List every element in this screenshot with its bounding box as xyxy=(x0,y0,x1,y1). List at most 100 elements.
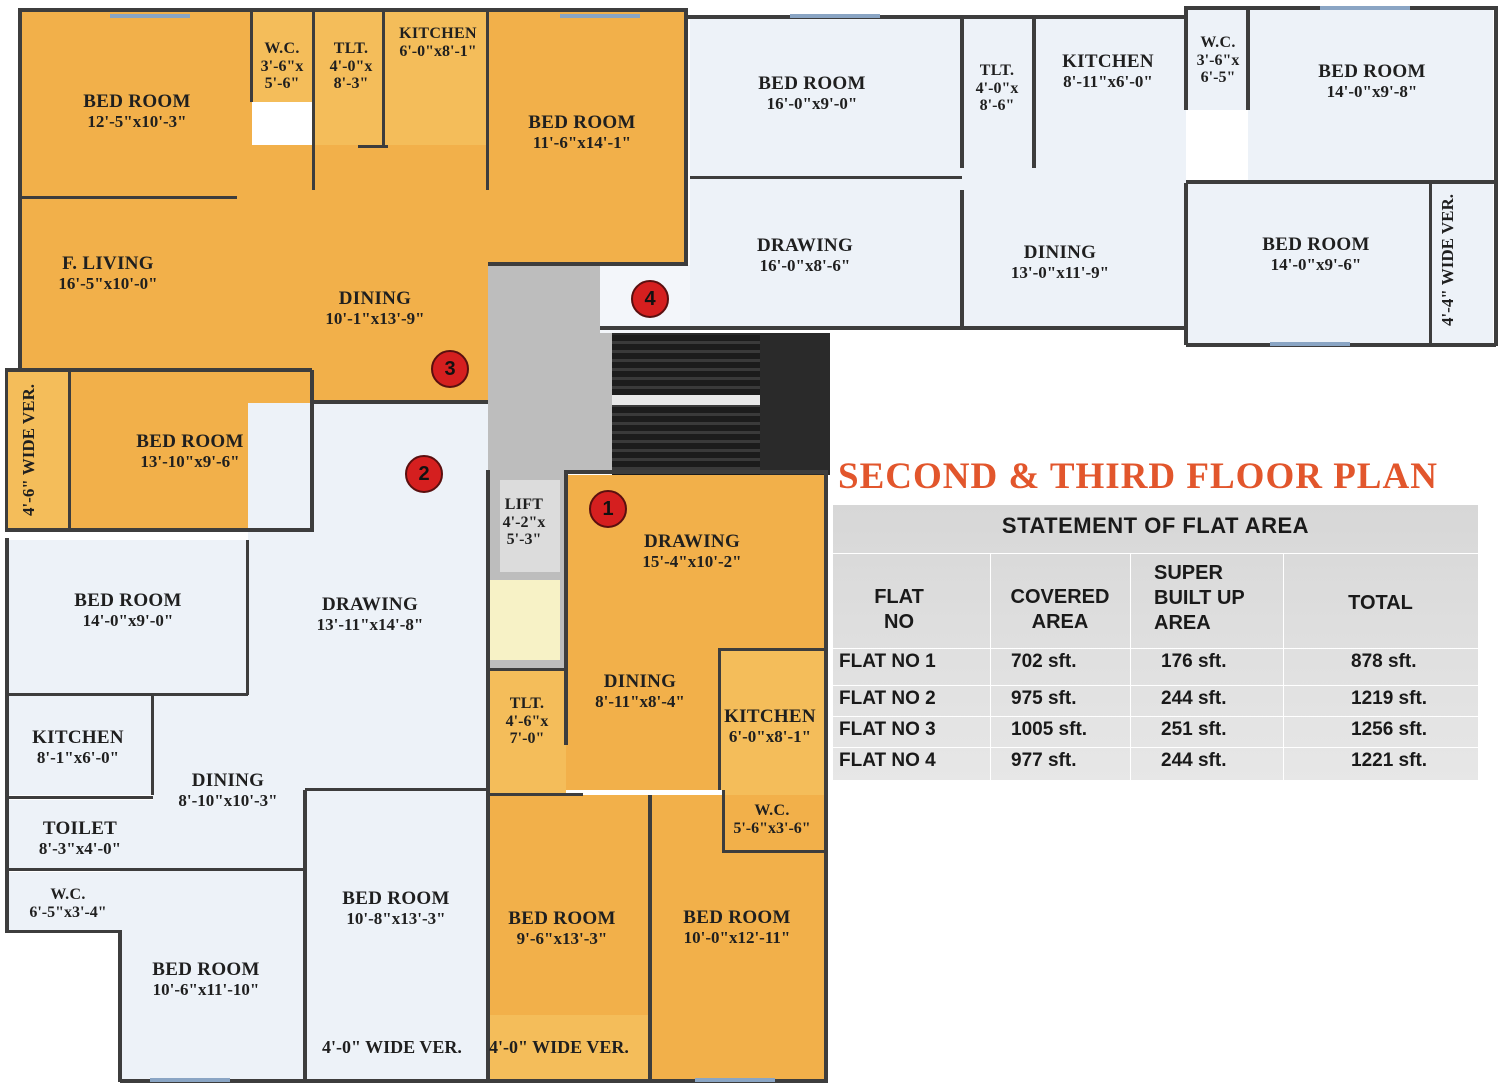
cell-total: 1221 sft. xyxy=(1351,750,1428,771)
column-divider xyxy=(990,553,991,780)
stair-landing xyxy=(612,395,760,405)
cell-super: 244 sft. xyxy=(1161,688,1227,709)
room-dimension: 13'-10"x9'-6" xyxy=(140,451,240,471)
wall xyxy=(5,372,8,532)
room-dimension: 4'-0"x xyxy=(329,57,373,75)
wall xyxy=(1494,6,1498,346)
label-f4-verandah: 4'-4" WIDE VER. xyxy=(1438,193,1458,327)
label-f2-toilet: TOILET 8'-3"x4'-0" xyxy=(38,818,122,859)
label-f3-bedroom-2: BED ROOM 11'-6"x14'-1" xyxy=(528,112,635,153)
wall xyxy=(5,538,9,933)
room-name: W.C. xyxy=(1200,34,1236,51)
flat-marker-2: 2 xyxy=(405,455,443,493)
wall xyxy=(1186,180,1494,184)
room-name: LIFT xyxy=(504,496,544,513)
wall xyxy=(8,796,153,799)
room-dimension: 8'-1"x6'-0" xyxy=(36,747,120,767)
cell-flat: FLAT NO 4 xyxy=(839,750,936,771)
wall xyxy=(684,8,688,265)
window xyxy=(790,14,880,18)
wall xyxy=(8,930,122,933)
room-dimension: 9'-6"x13'-3" xyxy=(516,928,608,948)
wall xyxy=(688,15,1188,19)
window xyxy=(110,14,190,18)
room-name: BED ROOM xyxy=(74,590,182,611)
label-f3-verandah: 4'-6" WIDE VER. xyxy=(19,383,39,517)
cell-covered: 977 sft. xyxy=(1011,750,1077,771)
flat1-toilet xyxy=(488,670,566,795)
wall xyxy=(5,368,312,372)
label-f2-kitchen: KITCHEN 8'-1"x6'-0" xyxy=(32,727,124,768)
wall xyxy=(382,10,385,145)
label-f3-living: F. LIVING 16'-5"x10'-0" xyxy=(58,253,157,294)
window xyxy=(1320,6,1410,10)
room-name: BED ROOM xyxy=(342,888,450,909)
room-dimension: 13'-0"x11'-9" xyxy=(1010,262,1110,282)
label-f3-bedroom-1: BED ROOM 12'-5"x10'-3" xyxy=(83,91,190,132)
header-line: AREA xyxy=(1154,612,1211,634)
room-name: KITCHEN xyxy=(1062,51,1154,72)
cell-super: 176 sft. xyxy=(1161,651,1227,672)
wall xyxy=(5,528,312,532)
flat4-verandah xyxy=(1431,183,1493,345)
room-dimension: 10'-0"x12'-11" xyxy=(683,927,791,947)
flat1-bedroom-1 xyxy=(488,795,650,1015)
cell-super: 251 sft. xyxy=(1161,719,1227,740)
label-f3-bedroom-3: BED ROOM 13'-10"x9'-6" xyxy=(136,431,243,472)
room-dimension: 8'-11"x8'-4" xyxy=(595,691,685,711)
header-line: COVERED xyxy=(1010,586,1110,608)
window xyxy=(1270,342,1350,346)
wall xyxy=(358,145,388,148)
room-dimension: 14'-0"x9'-8" xyxy=(1326,81,1418,101)
header-flat-no: FLAT NO xyxy=(833,585,965,635)
label-f4-kitchen: KITCHEN 8'-11"x6'-0" xyxy=(1062,51,1154,92)
room-name: KITCHEN xyxy=(32,727,124,748)
wall xyxy=(246,540,249,695)
wall xyxy=(310,370,314,532)
room-name: DINING xyxy=(603,671,677,692)
cell-covered: 975 sft. xyxy=(1011,688,1077,709)
label-f2-wc: W.C. 6'-5"x3'-4" xyxy=(29,886,106,921)
wall xyxy=(18,8,22,370)
cell-total: 878 sft. xyxy=(1351,651,1417,672)
wall xyxy=(1184,183,1188,345)
wall xyxy=(68,372,71,530)
wall xyxy=(1429,183,1432,345)
room-name: TOILET xyxy=(42,818,118,839)
wall xyxy=(250,10,253,102)
flat-area-table: STATEMENT OF FLAT AREA FLAT NO COVERED A… xyxy=(833,505,1478,780)
wall xyxy=(718,648,824,651)
flat3-wc xyxy=(252,10,314,102)
label-f1-kitchen: KITCHEN 6'-0"x8'-1" xyxy=(724,706,816,747)
room-dimension: 14'-0"x9'-0" xyxy=(82,610,174,630)
wall xyxy=(312,10,315,190)
wall xyxy=(488,793,583,796)
cell-flat: FLAT NO 1 xyxy=(839,651,936,672)
room-dimension: 8'-3"x4'-0" xyxy=(38,838,122,858)
duct xyxy=(490,580,560,660)
flat2-wc xyxy=(8,872,120,930)
label-f2-verandah: 4'-0" WIDE VER. xyxy=(322,1037,462,1057)
column-divider xyxy=(1283,553,1284,780)
label-f2-bedroom-1: BED ROOM 14'-0"x9'-0" xyxy=(74,590,182,631)
label-f4-bedroom-1: BED ROOM 16'-0"x9'-0" xyxy=(758,73,866,114)
flat4-drawing xyxy=(690,178,962,328)
room-name: BED ROOM xyxy=(758,73,866,94)
room-dimension: 5'-3" xyxy=(506,531,542,549)
room-name: DINING xyxy=(1023,242,1097,263)
cell-covered: 702 sft. xyxy=(1011,651,1077,672)
room-dimension: 5'-6"x3'-6" xyxy=(733,819,811,837)
header-covered-area: COVERED AREA xyxy=(990,585,1130,635)
room-dimension: 7'-0" xyxy=(509,730,545,748)
column-divider xyxy=(1130,553,1131,780)
label-f2-dining: DINING 8'-10"x10'-3" xyxy=(178,770,277,811)
wall xyxy=(718,648,721,790)
lift-shaft xyxy=(500,480,560,572)
label-f1-drawing: DRAWING 15'-4"x10'-2" xyxy=(642,531,741,572)
wall xyxy=(486,10,489,190)
wall xyxy=(120,1079,488,1083)
wall xyxy=(151,695,154,795)
header-total: TOTAL xyxy=(1283,591,1478,616)
wall xyxy=(305,788,488,791)
